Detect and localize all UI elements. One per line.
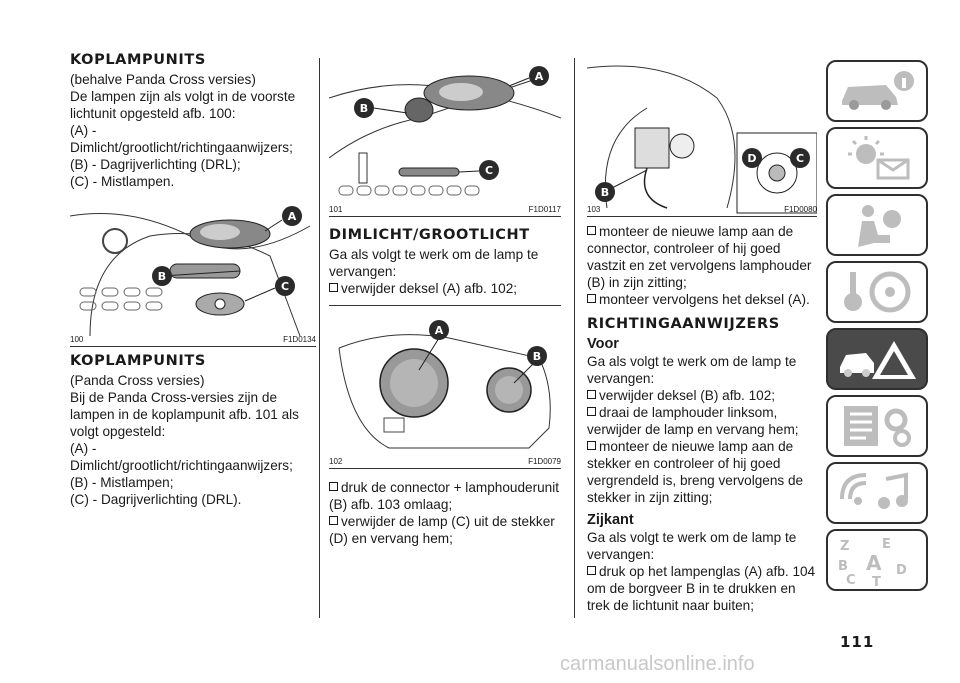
tab-steering-key[interactable] [826,261,928,323]
figure-102: A B 102 F1D0079 [329,305,561,469]
callout-b: B [360,102,368,115]
section-heading: KOPLAMPUNITS [70,52,206,68]
figure-100: A B C 100 F1D0134 [70,196,316,347]
index-letter: C [846,573,856,588]
index-letter: B [838,559,848,574]
index-letter: Z [840,539,849,554]
tab-multimedia[interactable] [826,462,928,524]
callout-b: B [158,270,166,283]
tab-airbag-seat[interactable] [826,194,928,256]
intro-text: Ga als volgt te werk om de lamp te verva… [587,354,797,386]
callout-a: A [535,70,544,83]
section-subtitle: (Panda Cross versies) [70,373,205,388]
column-1: KOPLAMPUNITS (behalve Panda Cross versie… [70,52,316,508]
figure-103: B D C 103 F1D0080 [587,58,817,217]
figure-number: 103 [587,205,601,214]
car-emergency-icon [840,341,916,379]
figure-101: A B C 101 F1D0117 [329,58,561,217]
tab-car-info[interactable] [826,60,928,122]
bullet-item: druk de connector + lamphouderunit (B) a… [329,480,560,512]
figure-code: F1D0080 [784,205,817,214]
page-number: 111 [840,633,875,651]
bullet-item: verwijder de lamp (C) uit de stekker (D)… [329,513,561,547]
tab-car-emergency[interactable] [826,328,928,390]
bullet-item: monteer vervolgens het deksel (A). [587,291,817,308]
column-2: A B C 101 F1D0117 DIMLICHT/GROOTLICHT Ga… [329,58,561,547]
subsection-heading: Voor [587,336,619,352]
column-divider [319,58,320,618]
intro-text: Ga als volgt te werk om de lamp te verva… [587,530,797,562]
index-letter: D [896,563,907,578]
figure-number: 102 [329,457,343,466]
watermark: carmanualsonline.info [560,653,755,675]
callout-c: C [281,280,289,293]
figure-number: 101 [329,205,343,214]
callout-a: A [288,210,297,223]
bullet-item: monteer de nieuwe lamp aan de connector,… [587,223,817,291]
intro-text: Ga als volgt te werk om de lamp te verva… [329,247,539,279]
subsection-heading: Zijkant [587,512,634,528]
callout-b: B [533,350,541,363]
multimedia-icon [840,472,908,509]
airbag-seat-icon [858,205,901,247]
list-item: (A) - Dimlicht/grootlicht/richtingaanwij… [70,441,293,473]
bullet-item: verwijder deksel (B) afb. 102; [587,387,817,404]
intro-text: Bij de Panda Cross-versies zijn de lampe… [70,390,299,439]
chapter-tabs: Z E A B D C T [826,60,928,596]
intro-text: De lampen zijn als volgt in de voorste l… [70,89,296,121]
section-subtitle: (behalve Panda Cross versies) [70,72,256,87]
tab-warning-lights[interactable] [826,127,928,189]
index-icon: Z E A B D C T [838,537,907,588]
figure-code: F1D0117 [528,205,561,214]
section-heading: DIMLICHT/GROOTLICHT [329,227,530,243]
tab-maintenance[interactable] [826,395,928,457]
list-item: (B) - Mistlampen; [70,475,174,490]
bullet-item: verwijder deksel (A) afb. 102; [329,280,561,297]
figure-number: 100 [70,335,84,344]
bulb-connector-illustration: B D C [587,65,817,214]
figure-code: F1D0134 [283,335,316,344]
maintenance-icon [844,406,911,447]
list-item: (C) - Mistlampen. [70,174,175,189]
tab-index[interactable]: Z E A B D C T [826,529,928,591]
warning-lights-icon [848,136,910,180]
index-letter: T [872,575,881,588]
steering-key-icon [844,271,911,313]
section-heading: KOPLAMPUNITS [70,353,206,369]
list-item: (A) - Dimlicht/grootlicht/richtingaanwij… [70,123,293,155]
headlamp-illustration: A B C [70,206,311,337]
headlamp-cross-illustration: A B C [329,66,561,196]
column-3: B D C 103 F1D0080 monteer de nieuwe lamp… [587,58,817,614]
bullet-item: druk op het lampenglas (A) afb. 104 om d… [587,564,816,613]
column-divider [574,58,575,618]
callout-b: B [601,186,609,199]
list-item: (C) - Dagrijverlichting (DRL). [70,492,242,507]
list-item: (B) - Dagrijverlichting (DRL); [70,157,241,172]
callout-d: D [747,152,756,165]
headlamp-rear-illustration: A B [338,320,551,449]
figure-code: F1D0079 [528,457,561,466]
callout-c: C [796,152,804,165]
index-letter: A [866,551,882,575]
bullet-item: draai de lamphouder linksom, verwijder d… [587,404,817,438]
bullet-item: monteer de nieuwe lamp aan de stekker en… [587,438,817,506]
callout-a: A [435,324,444,337]
index-letter: E [882,537,891,552]
callout-c: C [485,164,493,177]
car-info-icon [842,71,914,110]
section-heading: RICHTINGAANWIJZERS [587,316,780,332]
